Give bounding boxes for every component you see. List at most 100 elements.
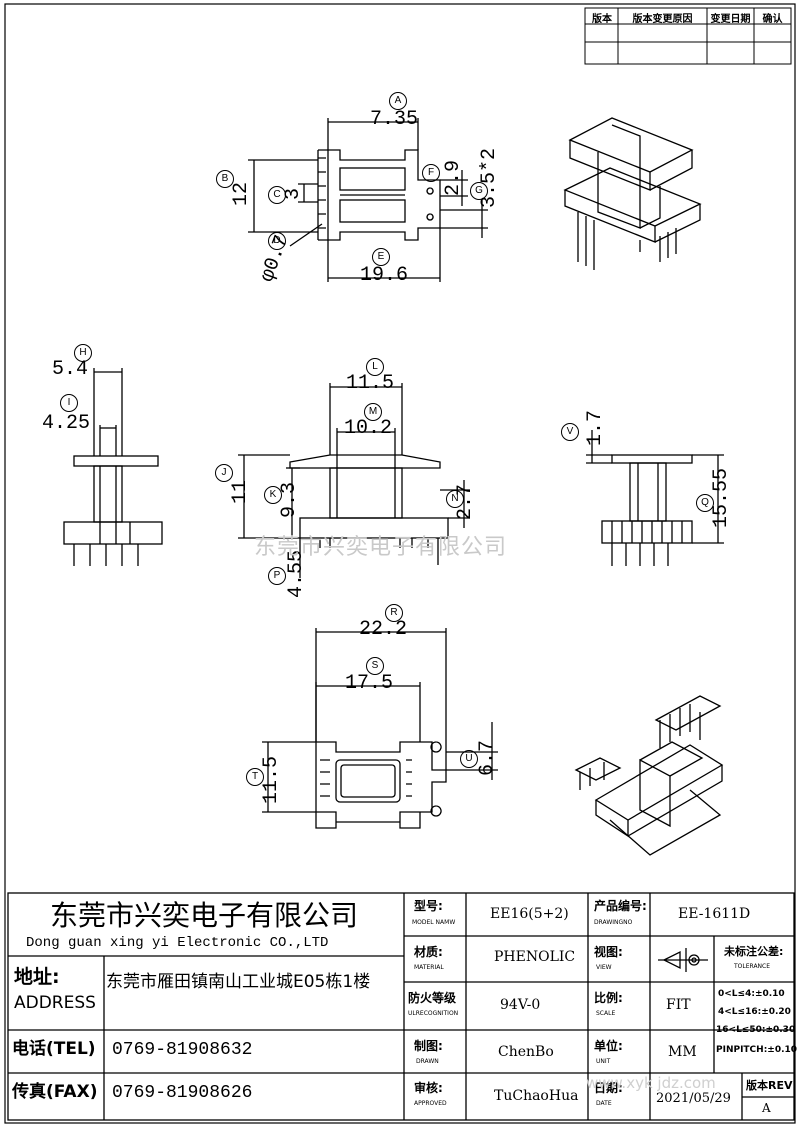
company-name-cn: 东莞市兴奕电子有限公司: [50, 899, 359, 932]
material-value: PHENOLIC: [494, 949, 576, 965]
address-label-cn: 地址:: [14, 966, 60, 988]
callout-m: M: [364, 403, 382, 421]
drawn-label-cn: 制图:: [414, 1039, 443, 1053]
dim-q: 15.55: [710, 467, 733, 528]
drawn-value: ChenBo: [498, 1044, 554, 1060]
callout-c: C: [268, 186, 286, 204]
drawn-label-en: DRAWN: [416, 1058, 439, 1065]
tolerance-label-en: TOLERANCE: [734, 963, 771, 970]
callout-d: D: [268, 232, 286, 250]
dim-a: 7.35: [370, 108, 419, 131]
tel-value: 0769-81908632: [112, 1040, 253, 1060]
flame-label-en: ULRECOGNITION: [408, 1010, 459, 1017]
callout-f: F: [422, 164, 440, 182]
tolerance-label-cn: 未标注公差:: [724, 945, 784, 958]
dim-g: 3.5*2: [478, 147, 501, 208]
callout-l: L: [366, 358, 384, 376]
bottom-view: [262, 628, 498, 829]
callout-b: B: [216, 170, 234, 188]
callout-s: S: [366, 657, 384, 675]
dim-r: 22.2: [359, 618, 408, 641]
material-label-en: MATERIAL: [414, 964, 444, 971]
dim-h: 5.4: [52, 358, 89, 381]
iso-view-bottom: [574, 695, 724, 856]
callout-v: V: [561, 423, 579, 441]
watermark-url: www.xyk jdz.com: [586, 1074, 716, 1092]
callout-g: G: [470, 182, 488, 200]
model-label-cn: 型号:: [414, 899, 443, 913]
fax-label: 传真(FAX): [12, 1082, 98, 1102]
callout-n: N: [446, 490, 464, 508]
dim-k: 9.3: [278, 481, 301, 518]
iso-view-top: [563, 117, 702, 270]
unit-label-cn: 单位:: [594, 1039, 623, 1053]
revision-header-confirm: 确认: [762, 14, 783, 25]
callout-e: E: [372, 248, 390, 266]
callout-r: R: [385, 604, 403, 622]
callout-k: K: [264, 486, 282, 504]
dim-b: 12: [230, 181, 253, 206]
dim-v: 1.7: [584, 409, 607, 446]
dim-l: 11.5: [346, 372, 395, 395]
callout-u: U: [460, 750, 478, 768]
drawing-no-label-en: DRAWINGNO: [594, 919, 633, 926]
unit-label-en: UNIT: [596, 1058, 611, 1065]
approved-value: TuChaoHua: [494, 1088, 579, 1104]
model-label-en: MODEL NAMW: [412, 919, 456, 926]
dim-t: 11.5: [260, 755, 283, 804]
unit-value: MM: [668, 1044, 697, 1060]
revision-header-version: 版本: [592, 14, 612, 25]
dim-c: 3: [282, 187, 305, 200]
dim-n: 2.7: [454, 483, 477, 520]
flame-label-cn: 防火等级: [408, 991, 457, 1005]
tel-label: 电话(TEL): [12, 1039, 96, 1059]
dim-j: 11: [229, 479, 252, 504]
address-value: 东莞市雁田镇南山工业城E05栋1楼: [106, 972, 371, 992]
revision-header-reason: 版本变更原因: [632, 14, 693, 25]
callout-q: Q: [696, 494, 714, 512]
front-view: [238, 383, 470, 578]
rev-label: 版本REV: [746, 1079, 793, 1092]
watermark-text: 东莞市兴奕电子有限公司: [254, 535, 508, 560]
scale-label-en: SCALE: [596, 1010, 616, 1017]
view-label-cn: 视图:: [594, 945, 623, 959]
date-label-en: DATE: [596, 1100, 612, 1107]
dim-f: 2.9: [442, 159, 465, 196]
tolerance-line-1: 0<L≤4:±0.10: [718, 989, 785, 999]
rev-value: A: [762, 1101, 771, 1115]
dim-u: 6.7: [476, 739, 499, 776]
approved-label-en: APPROVED: [414, 1100, 447, 1107]
title-block-lines: [7, 892, 795, 1121]
fax-value: 0769-81908626: [112, 1083, 253, 1103]
callout-t: T: [246, 768, 264, 786]
callout-i: I: [60, 394, 78, 412]
page-border: [4, 3, 796, 1124]
drawing-no-value: EE-1611D: [678, 906, 751, 922]
date-value: 2021/05/29: [656, 1091, 731, 1106]
model-value: EE16(5+2): [490, 906, 569, 922]
callout-j: J: [215, 464, 233, 482]
top-view: [248, 118, 488, 282]
scale-label-cn: 比例:: [594, 991, 623, 1005]
material-label-cn: 材质:: [414, 945, 443, 959]
revision-table-lines: [584, 7, 792, 65]
tolerance-line-3: 16<L≤50:±0.30: [716, 1025, 796, 1035]
dim-s: 17.5: [345, 672, 394, 695]
scale-value: FIT: [666, 997, 691, 1013]
view-symbol-icon: [658, 948, 708, 972]
callout-p: P: [268, 567, 286, 585]
dim-e: 19.6: [360, 264, 409, 287]
flame-value: 94V-0: [500, 997, 541, 1013]
right-side-view: [586, 430, 724, 566]
left-side-view: [63, 368, 163, 566]
tolerance-line-4: PINPITCH:±0.10: [716, 1045, 798, 1055]
callout-a: A: [389, 92, 407, 110]
company-name-en: Dong guan xing yi Electronic CO.,LTD: [26, 935, 329, 951]
dim-i: 4.25: [42, 412, 91, 435]
dim-m: 10.2: [344, 417, 393, 440]
drawing-no-label-cn: 产品编号:: [594, 899, 647, 913]
date-label-cn: 日期:: [594, 1081, 623, 1095]
view-label-en: VIEW: [596, 964, 612, 971]
approved-label-cn: 审核:: [414, 1081, 443, 1095]
